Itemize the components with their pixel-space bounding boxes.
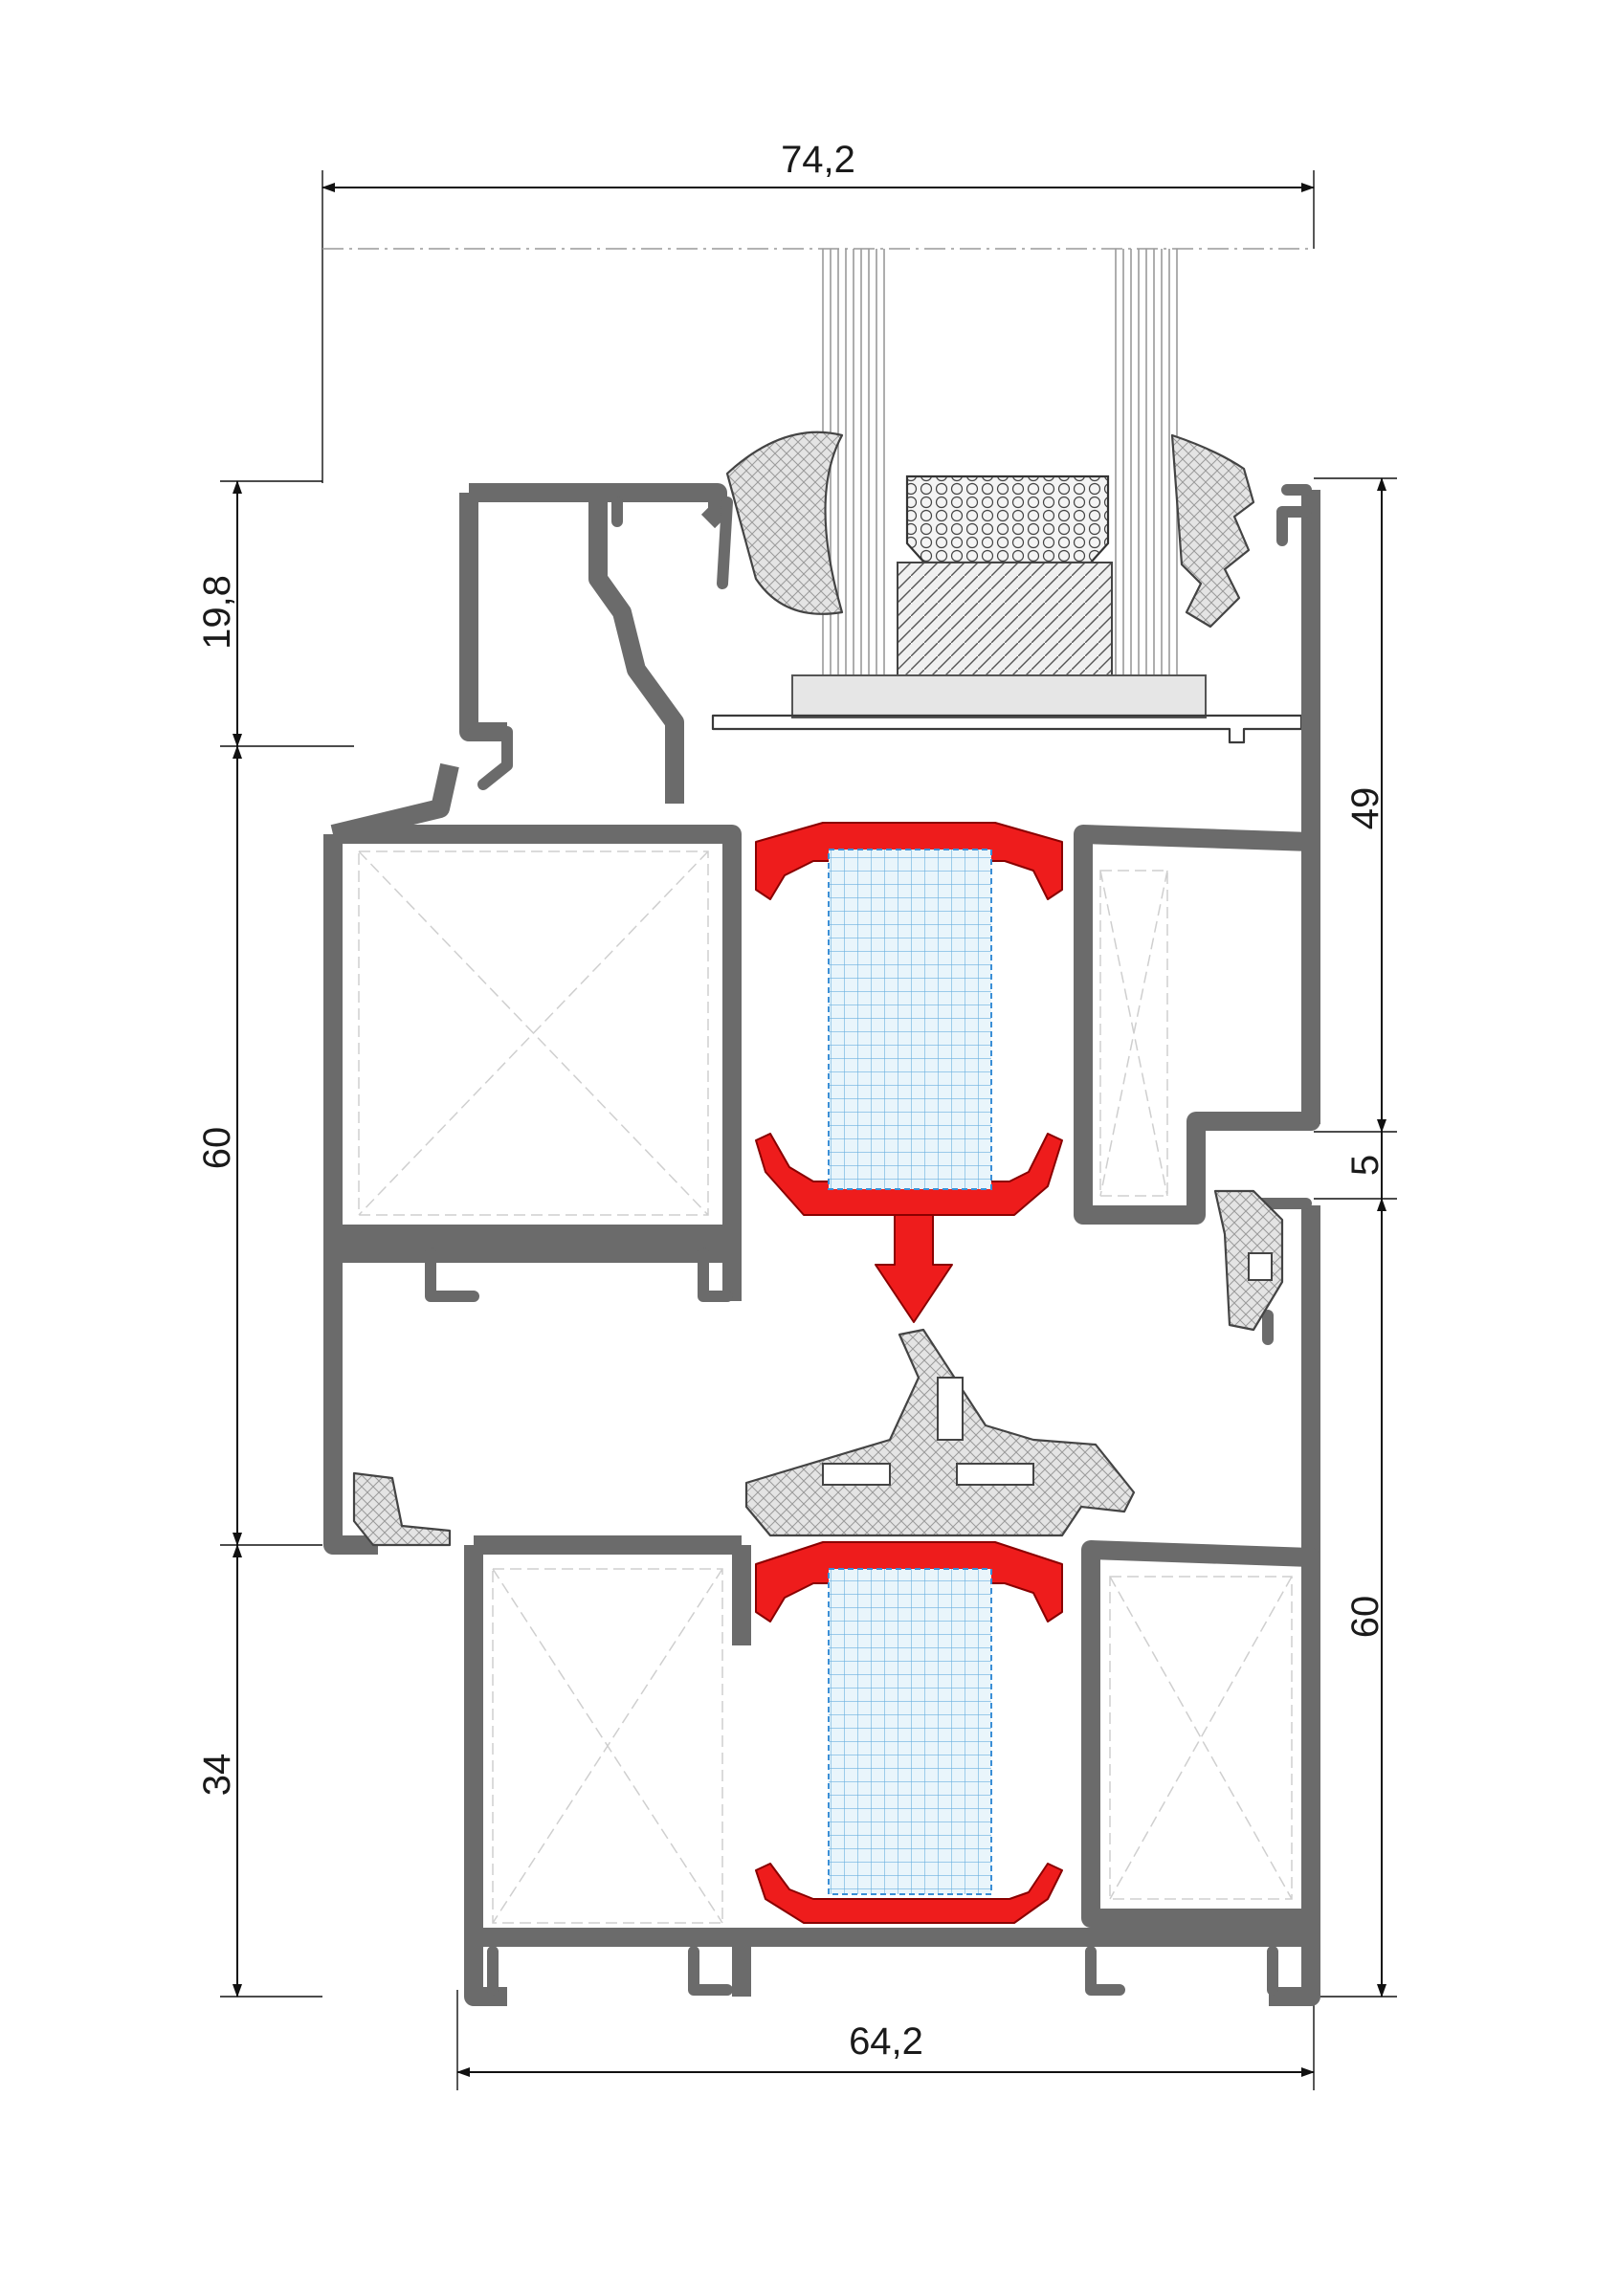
seal-slot-1 [937, 1377, 964, 1441]
sash-lower-hooks [425, 1247, 733, 1302]
bead-clip [611, 497, 733, 589]
frame-outer-wall [1269, 490, 1320, 2006]
sash-inner-insulation-cross [1099, 870, 1168, 1197]
dim-label-top-width: 74,2 [781, 139, 855, 181]
seal-slot-2 [822, 1463, 891, 1486]
dim-label-left-lower: 34 [196, 1754, 238, 1797]
frame-outer-profile [1253, 484, 1320, 2006]
drainage-nose [875, 1214, 953, 1323]
frame-body-left [464, 1535, 751, 2006]
stop-gasket-slot [1248, 1252, 1273, 1281]
frame-body-bottom [474, 1928, 1311, 1997]
inner-glazing-gasket [1170, 433, 1255, 629]
sash-insulation-core [828, 849, 992, 1190]
frame-bottom-hooks [487, 1946, 1278, 1996]
dim-label-left-upper: 19,8 [196, 575, 238, 650]
frame-inner-insulation-cross [1109, 1576, 1293, 1900]
frame-left-insulation-cross [492, 1568, 723, 1924]
frame-insulation-core [828, 1568, 992, 1895]
sash-outer-insulation-cross [358, 850, 709, 1216]
sash-outer-chamber [323, 762, 742, 1244]
dim-label-left-middle: 60 [196, 1127, 238, 1170]
frame-thermal-break-lower [755, 1863, 1063, 1924]
glazing-setting-block [791, 674, 1207, 718]
glazing-bridge [711, 714, 1303, 744]
sash-profile [323, 483, 1320, 1555]
gaskets [352, 430, 1284, 1547]
dim-label-right-lower: 60 [1344, 1596, 1386, 1639]
dim-label-bottom-width: 64,2 [849, 2020, 923, 2063]
weather-seal-left [352, 1471, 452, 1547]
dimension-annotations: 74,2 64,2 19,8 60 34 49 5 60 [196, 139, 1397, 2090]
frame-profile [464, 1535, 1320, 2006]
sash-thermal-break-lower [755, 1133, 1063, 1216]
frame-inner-chamber [1081, 1540, 1320, 1928]
bead-hook [468, 726, 513, 790]
seal-slot-3 [956, 1463, 1034, 1486]
glass-pane-right [1115, 249, 1178, 674]
dim-label-right-upper: 49 [1344, 787, 1386, 830]
dim-label-right-gap: 5 [1344, 1155, 1386, 1176]
glass-spacer [905, 475, 1110, 564]
glazing-unit [711, 249, 1303, 744]
frame-top-lip [1276, 484, 1312, 546]
sash-inner-chamber [1074, 825, 1320, 1225]
outer-glazing-gasket [725, 430, 844, 615]
sash-lower-web [323, 1234, 742, 1555]
secondary-sealant [897, 562, 1113, 676]
